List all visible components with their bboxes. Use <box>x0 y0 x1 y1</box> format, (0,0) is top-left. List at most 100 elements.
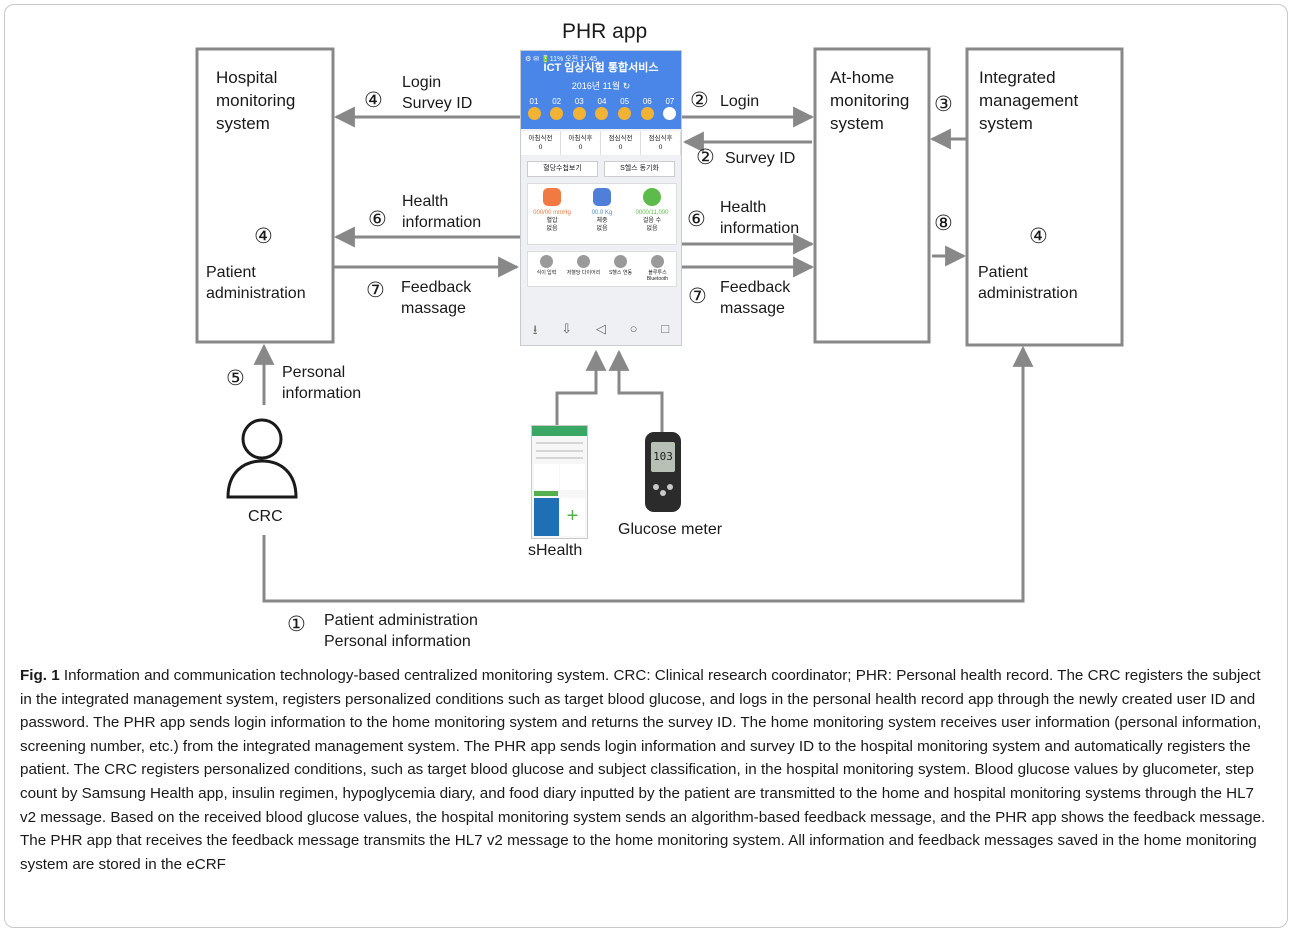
back-icon[interactable]: ◁ <box>595 321 606 336</box>
step-num: ④ <box>364 89 383 112</box>
step-num: ② <box>696 146 715 169</box>
phone-day[interactable]: 03 <box>570 97 588 120</box>
shealth-blue-tile <box>534 498 559 536</box>
glucose-label: Glucose meter <box>618 521 723 538</box>
crc-label: CRC <box>248 508 283 525</box>
step-num: ⑧ <box>934 212 953 235</box>
step-num: ⑦ <box>366 279 385 302</box>
health-left-label: Health information <box>402 193 482 231</box>
day-marker <box>550 107 564 120</box>
login-survey-label: Login Survey ID <box>402 74 473 112</box>
bluetooth-icon <box>651 255 664 268</box>
phone-day[interactable]: 06 <box>638 97 656 120</box>
phone-day[interactable]: 01 <box>525 97 543 120</box>
integrated-title: Integrated management system <box>979 68 1079 133</box>
integrated-sub: Patient administration <box>978 264 1078 302</box>
figure-frame <box>4 4 1288 928</box>
collapse-icon[interactable]: ⇩ <box>561 321 573 336</box>
login-label: Login <box>720 93 760 110</box>
shealth-heart-tile <box>560 464 585 490</box>
recents-icon[interactable]: □ <box>661 321 670 336</box>
download-icon[interactable]: ⭳ <box>532 322 538 337</box>
shealth-steps-tile <box>534 464 559 490</box>
feedback-right-label: Feedback massage <box>720 279 791 317</box>
food-diary-item[interactable]: 식이 입력 <box>528 252 565 286</box>
day-marker <box>527 107 541 120</box>
walking-icon <box>643 188 661 206</box>
shealth-sync-button[interactable]: S헬스 동기화 <box>604 161 675 177</box>
step-num: ② <box>690 89 709 112</box>
shealth-line <box>536 442 583 444</box>
link-icon <box>614 255 627 268</box>
meter-screen: 103 <box>651 442 675 472</box>
shealth-line <box>536 457 583 459</box>
integrated-box <box>965 47 1124 347</box>
feedback-left-label: Feedback massage <box>401 279 472 317</box>
step-num: ⑦ <box>688 285 707 308</box>
arrow-glucose <box>608 349 664 432</box>
meter-button <box>653 484 659 490</box>
step-num: ③ <box>934 93 953 116</box>
day-marker <box>663 107 677 120</box>
surveyid-label: Survey ID <box>725 150 796 167</box>
person-icon <box>226 418 298 499</box>
diagram-canvas <box>195 47 1124 603</box>
phone-header-bar: ⚙ ✉ 🔋11% 오전 11:45 ICT 임상시험 통합서비스 2016년 1… <box>521 51 681 129</box>
hospital-num: ④ <box>254 225 273 248</box>
phone-day-strip: 01 02 03 04 05 06 07 <box>525 97 679 120</box>
athome-title: At-home monitoring system <box>830 68 910 133</box>
phone-date: 2016년 11월 ↻ <box>571 81 631 91</box>
hospital-title: Hospital monitoring system <box>216 68 296 133</box>
home-icon[interactable]: ○ <box>629 321 638 336</box>
day-marker <box>595 107 609 120</box>
personal-label: Personal information <box>282 364 362 402</box>
phone-day[interactable]: 02 <box>548 97 566 120</box>
shealth-line <box>536 450 583 452</box>
phone-day[interactable]: 07 <box>661 97 679 120</box>
phone-status-bar: ⚙ ✉ 🔋11% 오전 11:45 <box>525 56 598 63</box>
meter-button <box>667 484 673 490</box>
fork-icon <box>540 255 553 268</box>
integrated-num: ④ <box>1029 225 1048 248</box>
athome-box <box>813 47 931 344</box>
hospital-box <box>195 47 335 344</box>
caption-lead: Fig. 1 <box>20 667 60 684</box>
phone-feature-row: 식이 입력 저혈당 다이어리 S헬스 연동 블루투스 Bluetooth <box>527 251 677 287</box>
shealth-progress-bar <box>534 491 558 496</box>
phone-day[interactable]: 04 <box>593 97 611 120</box>
weight-icon <box>593 188 611 206</box>
blood-pressure-icon <box>543 188 561 206</box>
phone-header-title: ICT 임상시험 통합서비스 <box>543 62 659 74</box>
shealth-link-item[interactable]: S헬스 연동 <box>602 252 639 286</box>
health-right-label: Health information <box>720 199 800 237</box>
phone-day[interactable]: 05 <box>616 97 634 120</box>
glucose-notebook-button[interactable]: 혈당수첩보기 <box>527 161 598 177</box>
step-num: ① <box>287 613 306 636</box>
bottom-label: Patient administration Personal informat… <box>324 612 478 650</box>
shealth-app-screenshot: + <box>531 425 588 539</box>
shealth-label: sHealth <box>528 542 583 559</box>
shealth-header <box>532 426 587 436</box>
meter-button <box>660 490 666 496</box>
phr-app-screenshot: ⚙ ✉ 🔋11% 오전 11:45 ICT 임상시험 통합서비스 2016년 1… <box>520 50 682 346</box>
glucose-meter-image: 103 <box>645 432 681 512</box>
day-marker <box>640 107 654 120</box>
bluetooth-item[interactable]: 블루투스 Bluetooth <box>639 252 676 286</box>
step-num: ⑤ <box>226 367 245 390</box>
arrow-shealth <box>555 349 607 425</box>
step-num: ⑥ <box>368 208 387 231</box>
plus-icon: + <box>560 498 585 536</box>
step-num: ⑥ <box>687 208 706 231</box>
hypoglycemia-diary-item[interactable]: 저혈당 다이어리 <box>565 252 602 286</box>
diagram-title: PHR app <box>562 20 648 43</box>
notebook-icon <box>577 255 590 268</box>
